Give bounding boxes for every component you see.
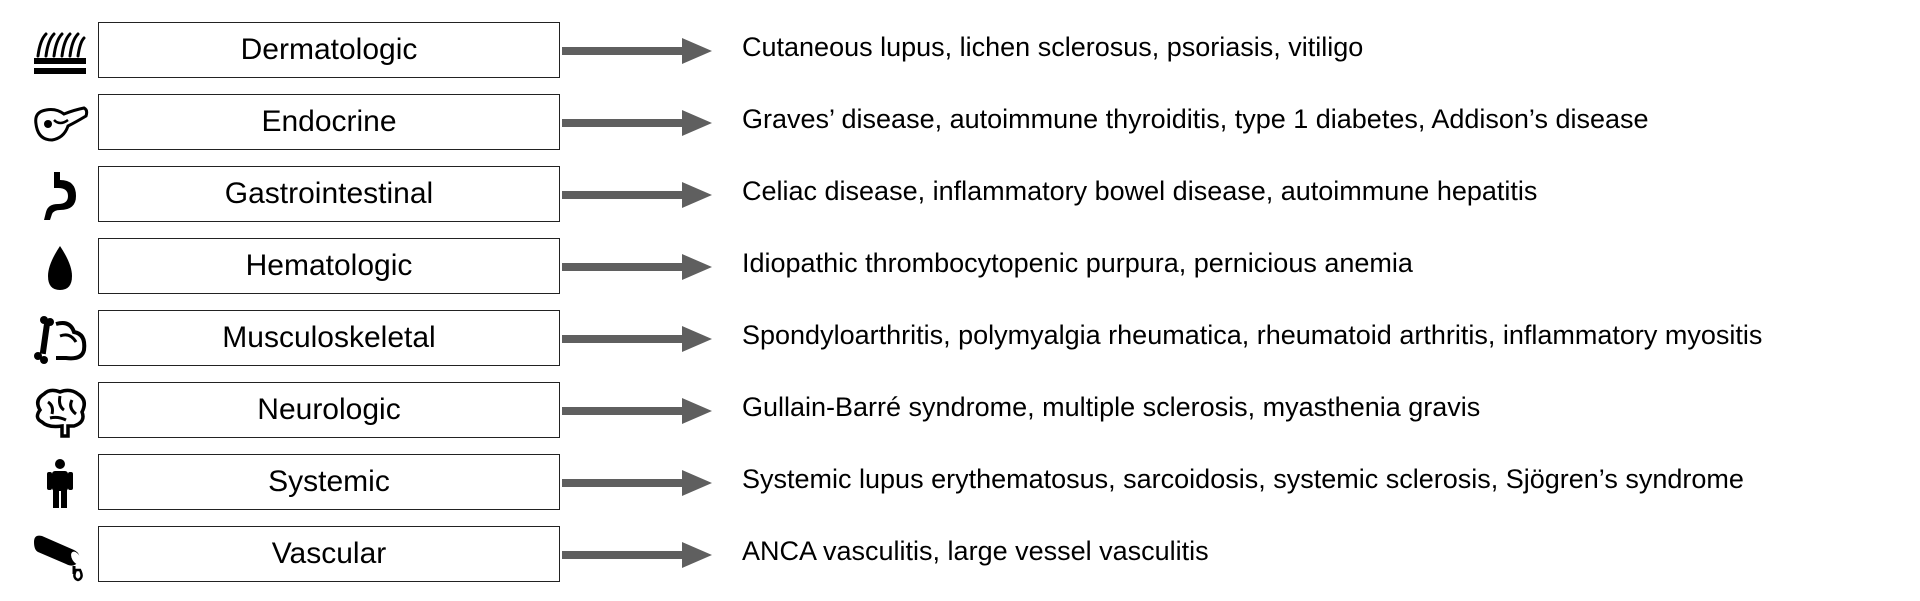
pancreas-icon xyxy=(30,98,90,150)
category-box: Musculoskeletal xyxy=(98,310,560,366)
examples-text: Gullain-Barré syndrome, multiple scleros… xyxy=(742,392,1481,422)
row-vascular: Vascular ANCA vasculitis, large vessel v… xyxy=(0,526,1920,586)
arrow xyxy=(562,252,712,282)
category-box: Dermatologic xyxy=(98,22,560,78)
category-box: Vascular xyxy=(98,526,560,582)
examples-text: Graves’ disease, autoimmune thyroiditis,… xyxy=(742,104,1649,134)
examples-text: ANCA vasculitis, large vessel vasculitis xyxy=(742,536,1209,566)
category-box: Gastrointestinal xyxy=(98,166,560,222)
arrow xyxy=(562,180,712,210)
category-label: Systemic xyxy=(268,465,390,498)
examples-text: Idiopathic thrombocytopenic purpura, per… xyxy=(742,248,1413,278)
category-label: Vascular xyxy=(271,537,387,570)
stomach-icon xyxy=(30,170,90,222)
category-label: Musculoskeletal xyxy=(222,321,436,354)
category-label: Endocrine xyxy=(261,105,397,138)
arrow xyxy=(562,324,712,354)
row-gastrointestinal: Gastrointestinal Celiac disease, inflamm… xyxy=(0,166,1920,226)
examples-text: Cutaneous lupus, lichen sclerosus, psori… xyxy=(742,32,1364,62)
arrow xyxy=(562,36,712,66)
category-box: Neurologic xyxy=(98,382,560,438)
row-musculoskeletal: Musculoskeletal Spondyloarthritis, polym… xyxy=(0,310,1920,370)
brain-icon xyxy=(30,386,90,438)
category-label: Dermatologic xyxy=(240,33,418,66)
category-box: Systemic xyxy=(98,454,560,510)
blood-vessel-icon xyxy=(30,530,90,582)
category-box: Endocrine xyxy=(98,94,560,150)
blood-drop-icon xyxy=(30,242,90,294)
category-label: Neurologic xyxy=(257,393,401,426)
examples-text: Spondyloarthritis, polymyalgia rheumatic… xyxy=(742,320,1763,350)
arrow xyxy=(562,108,712,138)
examples-text: Systemic lupus erythematosus, sarcoidosi… xyxy=(742,464,1744,494)
row-endocrine: Endocrine Graves’ disease, autoimmune th… xyxy=(0,94,1920,154)
category-box: Hematologic xyxy=(98,238,560,294)
category-label: Hematologic xyxy=(245,249,413,282)
row-dermatologic: Dermatologic Cutaneous lupus, lichen scl… xyxy=(0,22,1920,82)
bone-muscle-icon xyxy=(30,314,90,366)
examples-text: Celiac disease, inflammatory bowel disea… xyxy=(742,176,1538,206)
arrow xyxy=(562,540,712,570)
arrow xyxy=(562,396,712,426)
arrow xyxy=(562,468,712,498)
category-label: Gastrointestinal xyxy=(224,177,434,210)
hair-skin-icon xyxy=(30,26,90,78)
person-icon xyxy=(30,458,90,510)
row-systemic: Systemic Systemic lupus erythematosus, s… xyxy=(0,454,1920,514)
row-neurologic: Neurologic Gullain-Barré syndrome, multi… xyxy=(0,382,1920,442)
row-hematologic: Hematologic Idiopathic thrombocytopenic … xyxy=(0,238,1920,298)
